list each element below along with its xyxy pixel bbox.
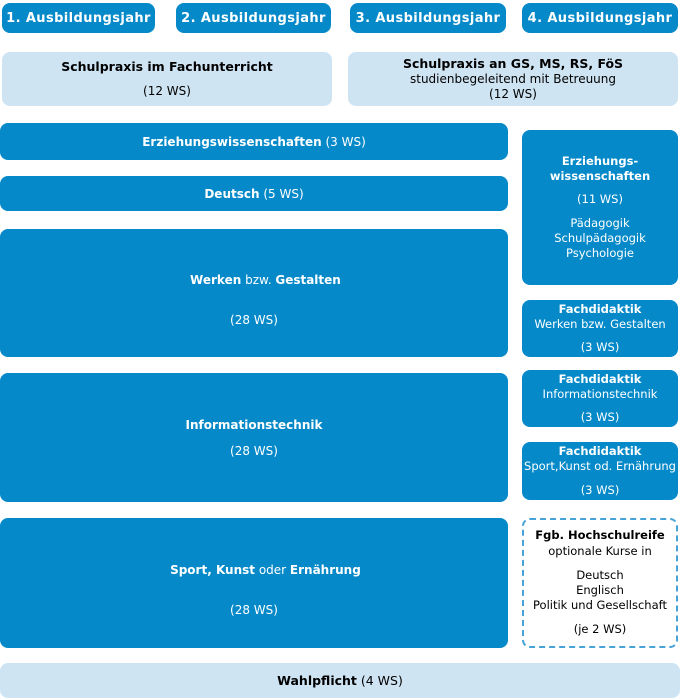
oder-label: oder — [255, 563, 290, 577]
fachdidaktik-sport-subtitle: Sport,Kunst od. Ernährung — [524, 459, 676, 474]
hochschulreife-box: Fgb. Hochschulreife optionale Kurse in D… — [522, 518, 678, 648]
schulpraxis-schularten-box: Schulpraxis an GS, MS, RS, FöS studienbe… — [348, 52, 678, 106]
deutsch-bar: Deutsch (5 WS) — [0, 176, 508, 211]
wahlpflicht-label: Wahlpflicht — [277, 673, 357, 688]
englisch-course: Englisch — [576, 583, 624, 597]
psychologie-item: Psychologie — [566, 245, 634, 260]
year-button-1[interactable]: 1. Ausbildungsjahr — [2, 3, 155, 33]
erziehungswissenschaften-bar: Erziehungswissenschaften (3 WS) — [0, 123, 508, 160]
year-button-4[interactable]: 4. Ausbildungsjahr — [522, 3, 678, 33]
sport-kunst-ernaehrung-block: Sport, Kunst oder Ernährung (28 WS) — [0, 518, 508, 648]
erziehungswissenschaften-title-line2: wissenschaften — [549, 169, 651, 184]
fachdidaktik-sport-box: Fachdidaktik Sport,Kunst od. Ernährung (… — [522, 442, 678, 500]
year-button-3[interactable]: 3. Ausbildungsjahr — [350, 3, 506, 33]
informationstechnik-title: Informationstechnik — [185, 417, 323, 432]
schulpraxis-schularten-ws: (12 WS) — [489, 86, 537, 101]
fachdidaktik-sport-title: Fachdidaktik — [558, 444, 642, 459]
informationstechnik-block: Informationstechnik (28 WS) — [0, 373, 508, 502]
wahlpflicht-ws: (4 WS) — [356, 673, 403, 688]
erziehungswissenschaften-items: Pädagogik Schulpädagogik Psychologie — [554, 216, 646, 262]
erziehungswissenschaften-bar-ws: (3 WS) — [321, 134, 366, 149]
werken-gestalten-ws: (28 WS) — [230, 313, 278, 327]
hochschulreife-ws: (je 2 WS) — [573, 622, 627, 637]
schulpraxis-fachunterricht-title: Schulpraxis im Fachunterricht — [61, 58, 273, 74]
fachdidaktik-werken-ws: (3 WS) — [580, 340, 620, 355]
fachdidaktik-sport-ws: (3 WS) — [580, 482, 620, 497]
year-button-2[interactable]: 2. Ausbildungsjahr — [176, 3, 331, 33]
fachdidaktik-informationstechnik-ws: (3 WS) — [580, 410, 620, 425]
schulpraxis-fachunterricht-box: Schulpraxis im Fachunterricht (12 WS) — [2, 52, 332, 106]
informationstechnik-ws: (28 WS) — [230, 443, 278, 458]
gestalten-label: Gestalten — [275, 273, 341, 287]
erziehungswissenschaften-right-box: Erziehungs- wissenschaften (11 WS) Pädag… — [522, 130, 678, 285]
schulpraxis-schularten-title: Schulpraxis an GS, MS, RS, FöS — [402, 56, 624, 72]
erziehungswissenschaften-ws: (11 WS) — [577, 192, 623, 207]
wahlpflicht-bar: Wahlpflicht (4 WS) — [0, 663, 680, 698]
deutsch-bar-ws: (5 WS) — [259, 186, 304, 201]
werken-label: Werken — [190, 273, 242, 287]
paedagogik-item: Pädagogik — [570, 215, 630, 230]
sport-kunst-ernaehrung-title: Sport, Kunst oder Ernährung — [147, 549, 361, 591]
hochschulreife-title: Fgb. Hochschulreife — [535, 528, 665, 543]
sport-kunst-ernaehrung-ws: (28 WS) — [230, 603, 278, 617]
fachdidaktik-informationstechnik-box: Fachdidaktik Informationstechnik (3 WS) — [522, 370, 678, 427]
fachdidaktik-werken-box: Fachdidaktik Werken bzw. Gestalten (3 WS… — [522, 300, 678, 357]
bzw-label: bzw. — [241, 273, 276, 287]
erziehungswissenschaften-bar-label: Erziehungswissenschaften — [142, 134, 322, 149]
hochschulreife-courses: Deutsch Englisch Politik und Gesellschaf… — [533, 568, 667, 614]
fachdidaktik-werken-title: Fachdidaktik — [558, 301, 642, 316]
werken-gestalten-block: Werken bzw. Gestalten (28 WS) — [0, 229, 508, 357]
fachdidaktik-werken-subtitle: Werken bzw. Gestalten — [534, 316, 666, 331]
deutsch-bar-label: Deutsch — [204, 186, 260, 201]
schulpraxis-schularten-subtitle: studienbegeleitend mit Betreuung — [409, 71, 617, 86]
sport-kunst-label: Sport, Kunst — [170, 563, 255, 577]
schulpraxis-fachunterricht-ws: (12 WS) — [143, 84, 191, 99]
deutsch-course: Deutsch — [576, 567, 624, 582]
schulpaedagogik-item: Schulpädagogik — [554, 230, 646, 245]
hochschulreife-subtitle: optionale Kurse in — [548, 543, 652, 558]
politik-gesellschaft-course: Politik und Gesellschaft — [533, 598, 667, 613]
fachdidaktik-informationstechnik-subtitle: Informationstechnik — [542, 386, 658, 401]
fachdidaktik-informationstechnik-title: Fachdidaktik — [558, 371, 642, 386]
werken-gestalten-title: Werken bzw. Gestalten — [167, 259, 341, 301]
ernaehrung-label: Ernährung — [289, 563, 361, 577]
erziehungswissenschaften-title-line1: Erziehungs- — [561, 153, 639, 168]
